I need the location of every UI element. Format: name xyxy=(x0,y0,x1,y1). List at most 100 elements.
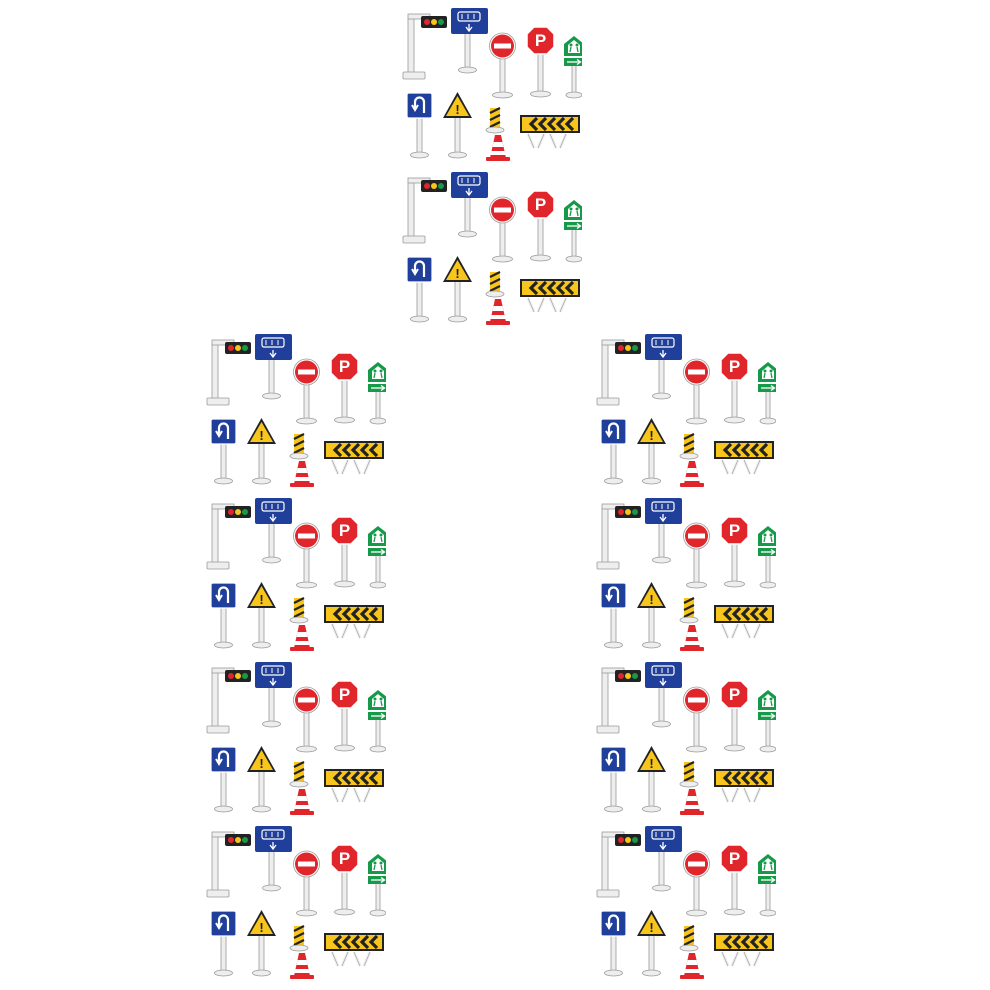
pedestrian-icon xyxy=(368,526,386,589)
pedestrian-icon xyxy=(564,36,582,99)
sign-set: P ! xyxy=(402,4,582,168)
pedestrian-icon xyxy=(564,200,582,263)
svg-text:P: P xyxy=(339,849,350,868)
hazard-post-icon xyxy=(679,433,699,460)
parking-icon: P xyxy=(720,680,749,752)
warning-icon: ! xyxy=(637,746,666,813)
no-entry-icon xyxy=(683,522,710,589)
traffic-cone-icon xyxy=(486,135,510,161)
traffic-cone-icon xyxy=(290,953,314,979)
svg-text:!: ! xyxy=(649,920,653,935)
svg-text:P: P xyxy=(729,849,740,868)
traffic-cone-icon xyxy=(680,789,704,815)
svg-text:!: ! xyxy=(259,920,263,935)
chevron-barrier-icon xyxy=(714,769,774,803)
hazard-post-icon xyxy=(289,925,309,952)
warning-icon: ! xyxy=(637,910,666,977)
svg-text:P: P xyxy=(729,685,740,704)
sign-set: P ! xyxy=(206,494,386,658)
bus-icon xyxy=(255,826,292,892)
pedestrian-icon xyxy=(368,690,386,753)
traffic-cone-icon xyxy=(680,461,704,487)
u-turn-icon xyxy=(406,256,433,323)
sign-set: P ! xyxy=(206,658,386,822)
svg-text:!: ! xyxy=(455,102,459,117)
parking-icon: P xyxy=(526,190,555,262)
sign-set: P ! xyxy=(206,822,386,986)
no-entry-icon xyxy=(683,686,710,753)
u-turn-icon xyxy=(600,582,627,649)
traffic-light-icon xyxy=(402,13,447,80)
warning-icon: ! xyxy=(247,418,276,485)
no-entry-icon xyxy=(293,686,320,753)
parking-icon: P xyxy=(330,680,359,752)
bus-icon xyxy=(645,334,682,400)
svg-text:!: ! xyxy=(259,756,263,771)
traffic-light-icon xyxy=(206,831,251,898)
sign-set: P ! xyxy=(206,330,386,494)
traffic-light-icon xyxy=(596,503,641,570)
u-turn-icon xyxy=(210,582,237,649)
warning-icon: ! xyxy=(443,92,472,159)
bus-icon xyxy=(451,8,488,74)
pedestrian-icon xyxy=(758,362,776,425)
warning-icon: ! xyxy=(637,582,666,649)
bus-icon xyxy=(645,498,682,564)
bus-icon xyxy=(645,826,682,892)
svg-text:P: P xyxy=(729,357,740,376)
u-turn-icon xyxy=(600,418,627,485)
no-entry-icon xyxy=(293,850,320,917)
parking-icon: P xyxy=(330,844,359,916)
pedestrian-icon xyxy=(758,526,776,589)
traffic-cone-icon xyxy=(680,625,704,651)
u-turn-icon xyxy=(210,418,237,485)
pedestrian-icon xyxy=(758,854,776,917)
u-turn-icon xyxy=(210,910,237,977)
svg-text:P: P xyxy=(339,521,350,540)
parking-icon: P xyxy=(330,352,359,424)
warning-icon: ! xyxy=(247,910,276,977)
traffic-light-icon xyxy=(402,177,447,244)
parking-icon: P xyxy=(720,844,749,916)
chevron-barrier-icon xyxy=(714,605,774,639)
traffic-light-icon xyxy=(596,667,641,734)
hazard-post-icon xyxy=(679,597,699,624)
svg-text:P: P xyxy=(339,357,350,376)
no-entry-icon xyxy=(489,196,516,263)
chevron-barrier-icon xyxy=(324,769,384,803)
traffic-light-icon xyxy=(596,831,641,898)
bus-icon xyxy=(645,662,682,728)
sign-set: P ! xyxy=(596,494,776,658)
no-entry-icon xyxy=(489,32,516,99)
parking-icon: P xyxy=(330,516,359,588)
hazard-post-icon xyxy=(289,597,309,624)
u-turn-icon xyxy=(210,746,237,813)
svg-text:!: ! xyxy=(649,428,653,443)
sign-set: P ! xyxy=(596,658,776,822)
no-entry-icon xyxy=(683,850,710,917)
pedestrian-icon xyxy=(368,362,386,425)
parking-icon: P xyxy=(526,26,555,98)
no-entry-icon xyxy=(683,358,710,425)
svg-text:!: ! xyxy=(649,592,653,607)
hazard-post-icon xyxy=(289,761,309,788)
sign-set: P ! xyxy=(596,330,776,494)
chevron-barrier-icon xyxy=(520,279,580,313)
hazard-post-icon xyxy=(679,925,699,952)
chevron-barrier-icon xyxy=(520,115,580,149)
pedestrian-icon xyxy=(368,854,386,917)
parking-icon: P xyxy=(720,352,749,424)
warning-icon: ! xyxy=(247,582,276,649)
hazard-post-icon xyxy=(679,761,699,788)
svg-text:P: P xyxy=(339,685,350,704)
u-turn-icon xyxy=(600,910,627,977)
u-turn-icon xyxy=(406,92,433,159)
traffic-light-icon xyxy=(206,667,251,734)
traffic-light-icon xyxy=(596,339,641,406)
traffic-cone-icon xyxy=(290,461,314,487)
traffic-cone-icon xyxy=(290,625,314,651)
pedestrian-icon xyxy=(758,690,776,753)
warning-icon: ! xyxy=(637,418,666,485)
bus-icon xyxy=(255,334,292,400)
svg-text:P: P xyxy=(535,195,546,214)
